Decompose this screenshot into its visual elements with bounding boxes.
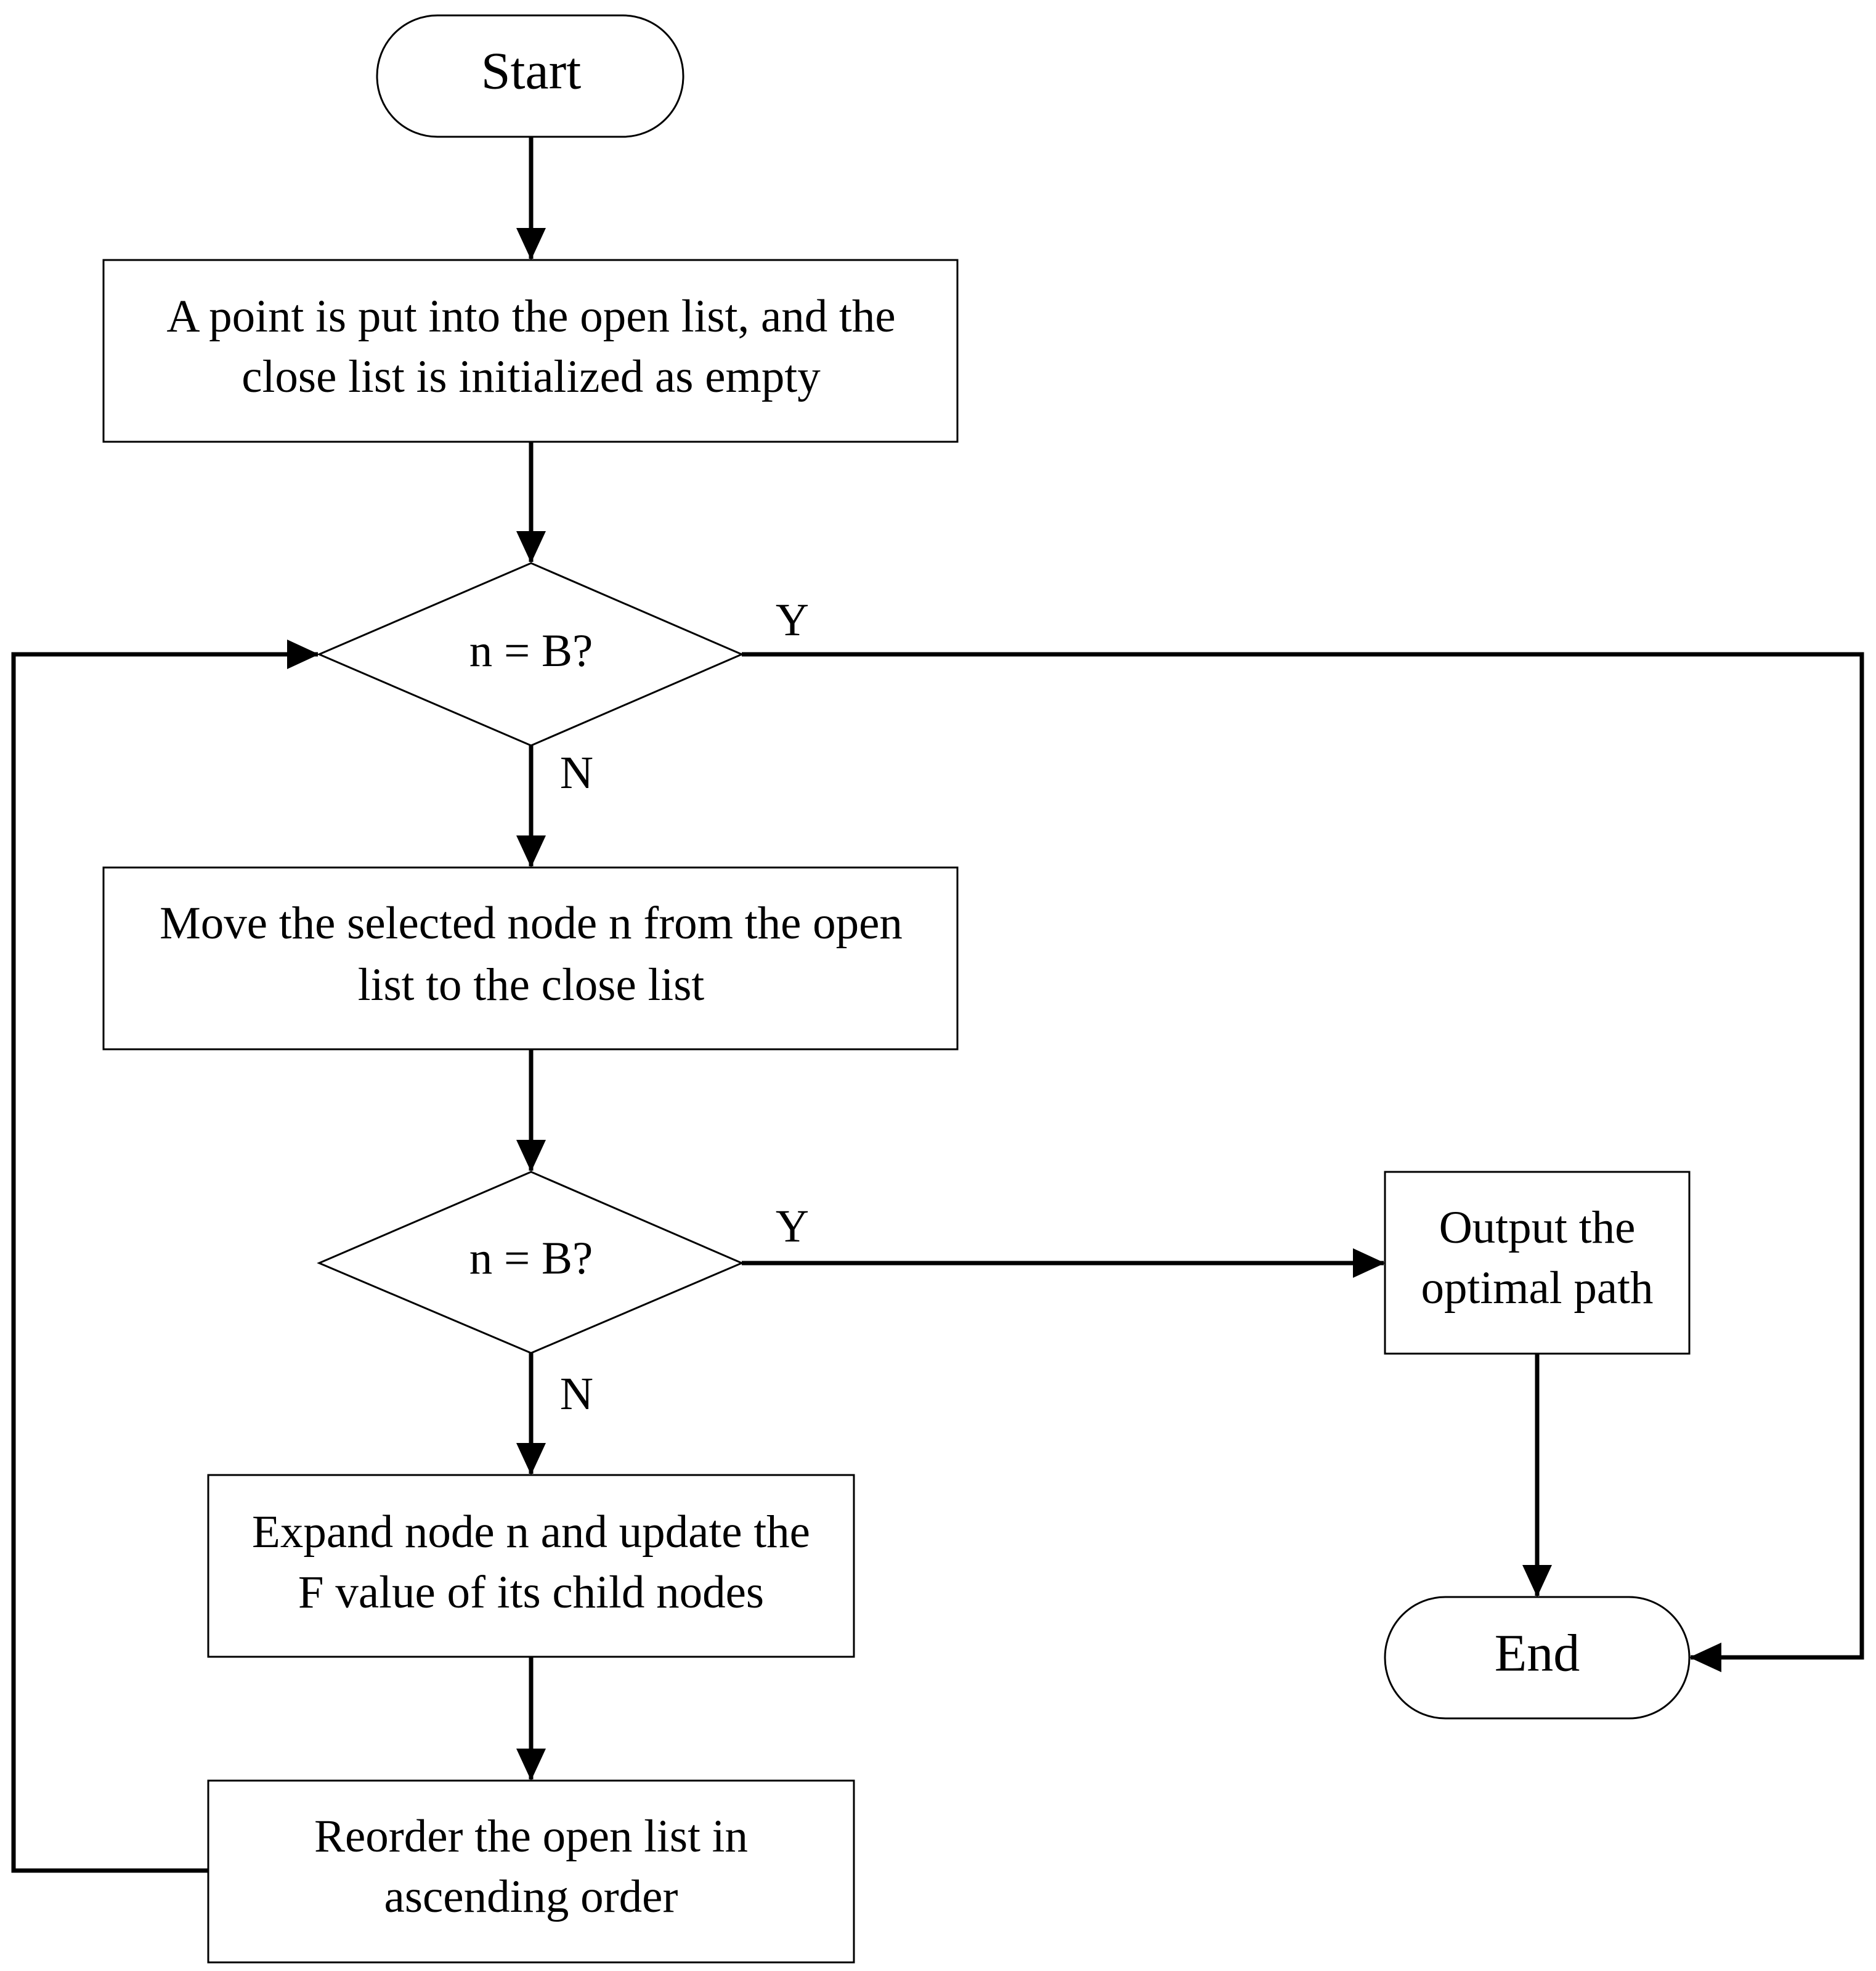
init-label-line2: close list is initialized as empty xyxy=(242,351,821,402)
output-label-line2: optimal path xyxy=(1421,1262,1653,1314)
end-label: End xyxy=(1495,1624,1580,1683)
decision1-label: n = B? xyxy=(469,625,593,677)
init-label-line1: A point is put into the open list, and t… xyxy=(166,291,895,342)
reorder-label-line2: ascending order xyxy=(384,1871,678,1922)
decision2-no-label: N xyxy=(560,1368,593,1420)
decision1-no-label: N xyxy=(560,747,593,799)
decision2-label: n = B? xyxy=(469,1233,593,1284)
move-label-line1: Move the selected node n from the open xyxy=(160,898,903,949)
decision2-yes-label: Y xyxy=(776,1201,809,1252)
move-label-line2: list to the close list xyxy=(358,959,705,1010)
decision1-yes-label: Y xyxy=(776,595,809,646)
expand-process-box xyxy=(207,1474,855,1658)
start-label: Start xyxy=(481,41,582,100)
expand-label-line2: F value of its child nodes xyxy=(298,1567,764,1618)
edge-decision1-yes-to-end xyxy=(742,652,1864,1672)
reorder-label-line1: Reorder the open list in xyxy=(314,1811,748,1862)
move-process-box xyxy=(102,866,959,1051)
edge-reorder-loop-to-decision1 xyxy=(11,640,319,1873)
expand-label-line1: Expand node n and update the xyxy=(252,1506,810,1558)
output-label-line1: Output the xyxy=(1439,1202,1636,1253)
